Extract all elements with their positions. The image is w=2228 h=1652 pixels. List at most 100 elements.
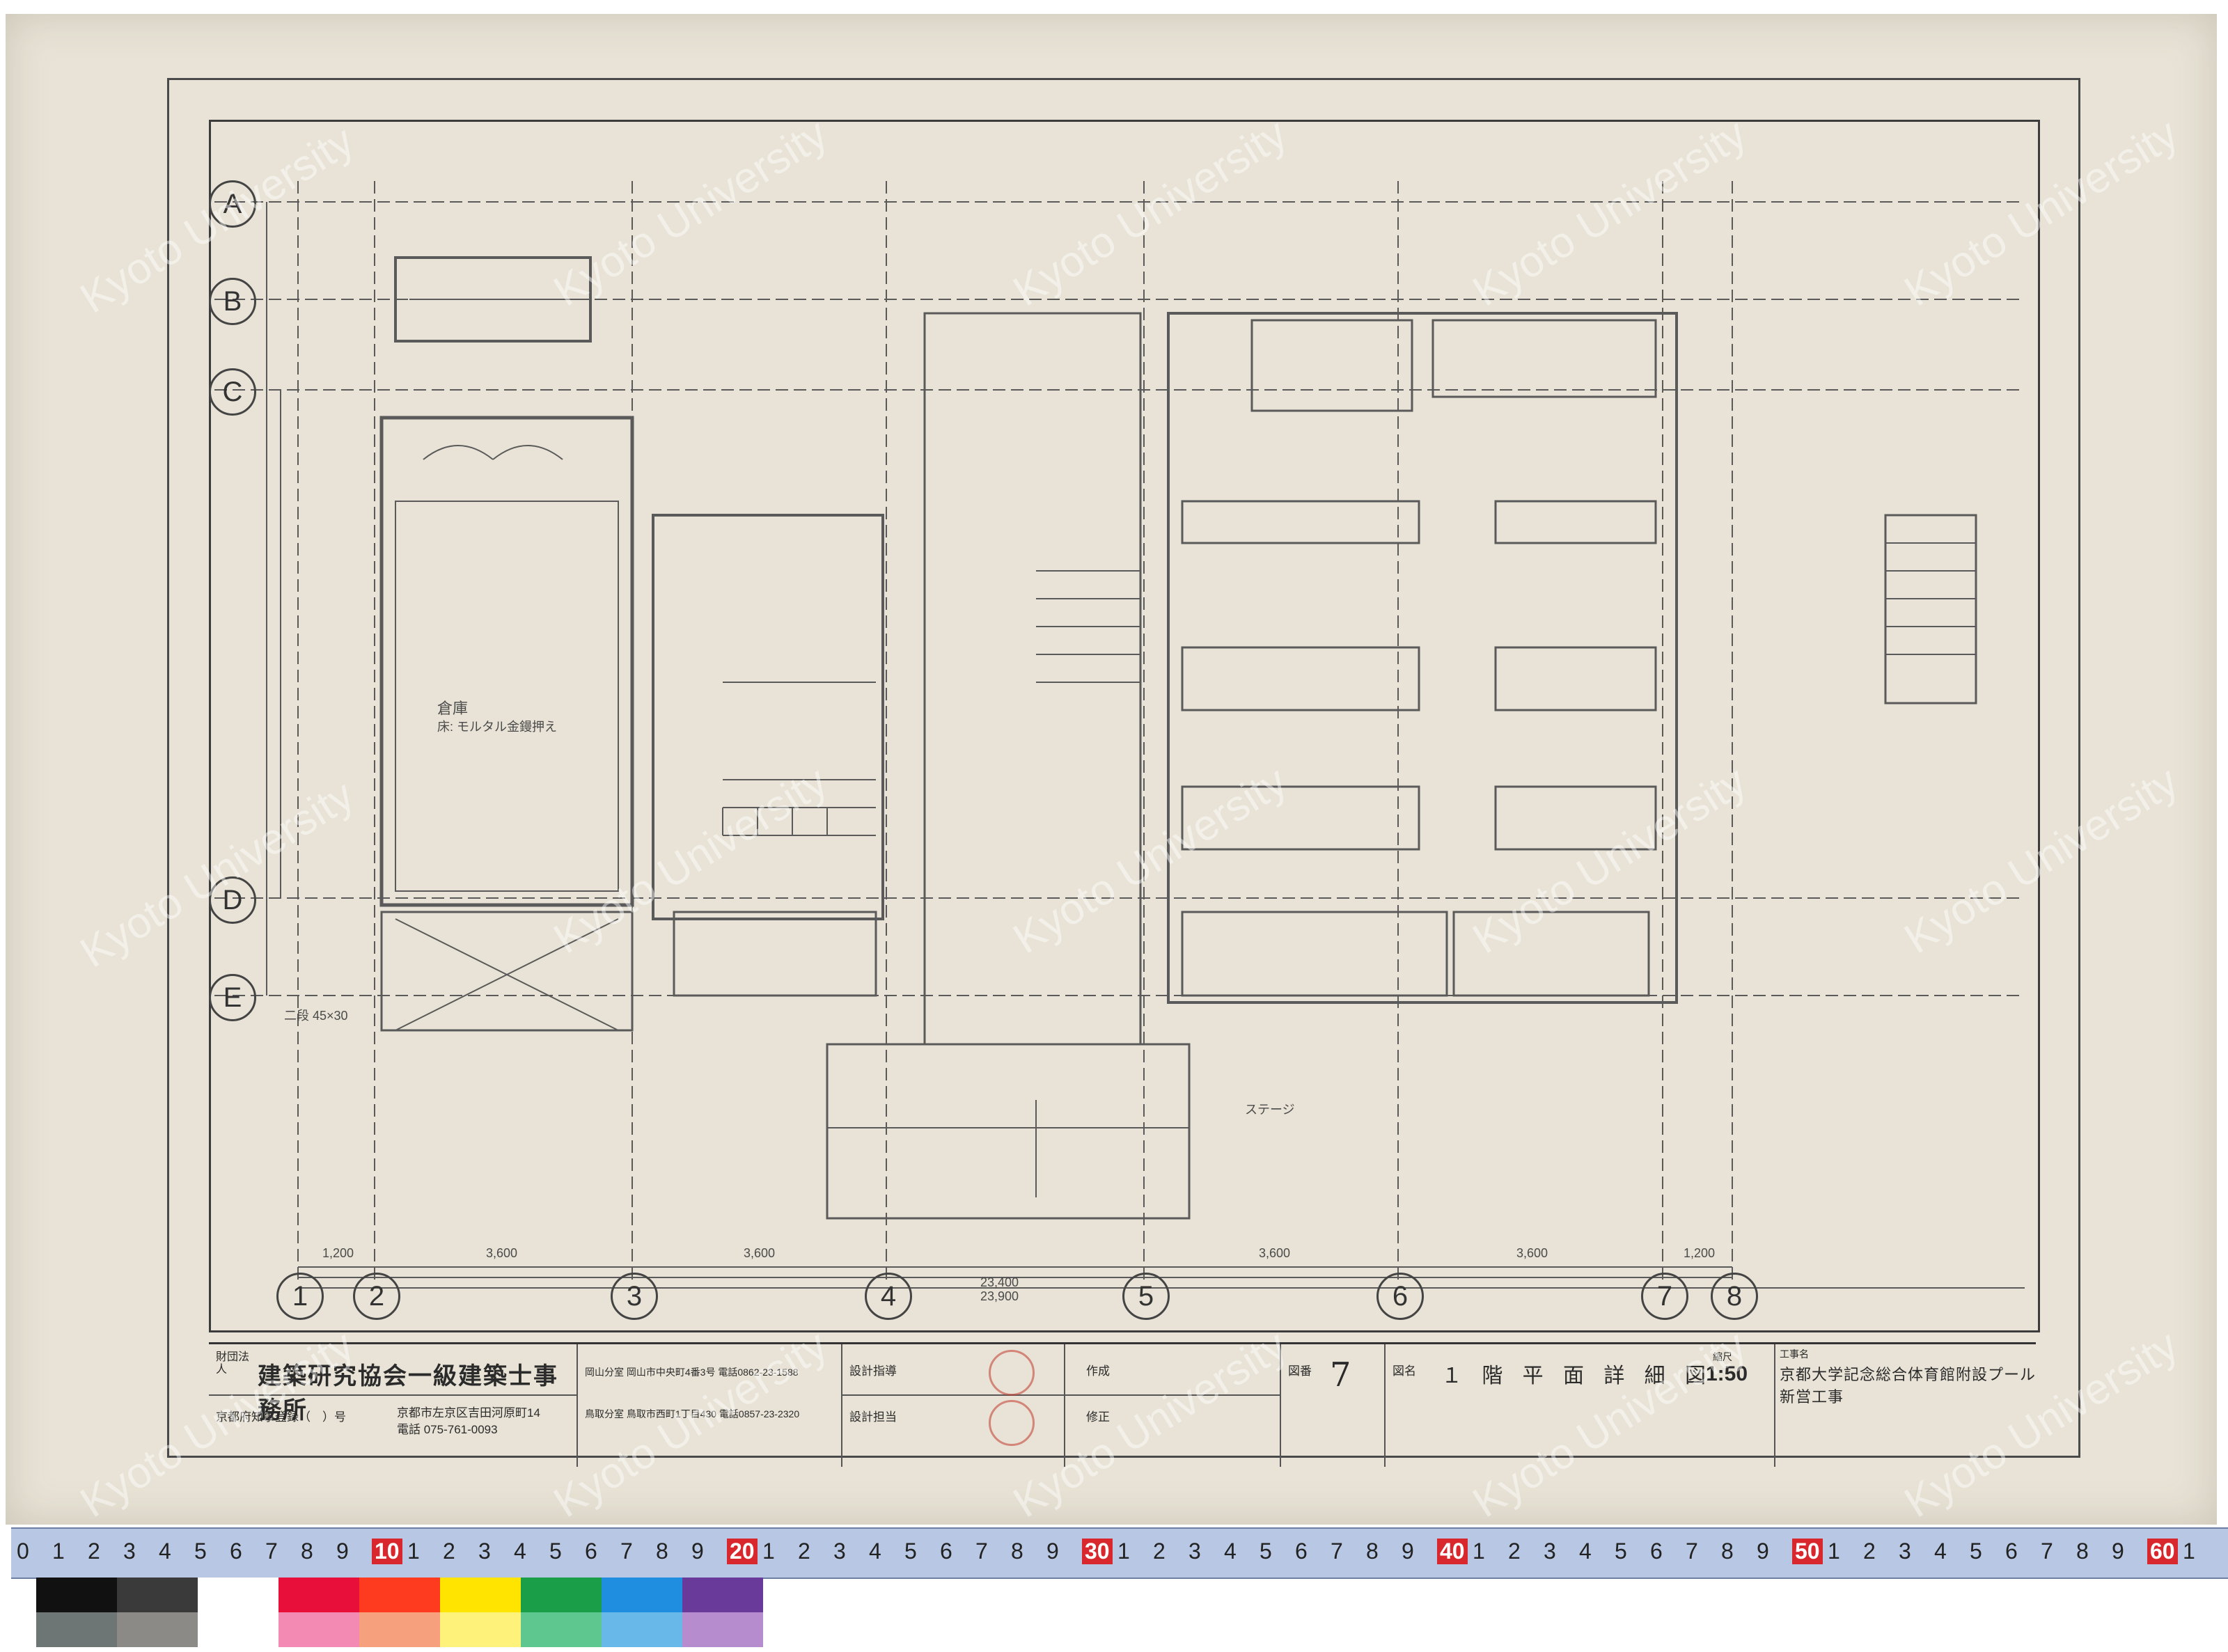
project-cell: 工事名 京都大学記念総合体育館附設プール新営工事 <box>1775 1344 2036 1467</box>
ruler-label: 3 <box>1899 1539 1911 1564</box>
ruler-label: 2 <box>88 1539 100 1564</box>
drawing-border <box>209 120 2040 1332</box>
axis-bubble-col-6: 6 <box>1376 1273 1424 1320</box>
ruler-label: 1 <box>407 1539 420 1564</box>
ruler-label: 3 <box>1188 1539 1201 1564</box>
color-swatch <box>36 1612 117 1647</box>
design-cell: 設計指導 設計担当 <box>842 1344 1065 1467</box>
axis-bubble-col-1: 1 <box>276 1273 324 1320</box>
ruler-label: 50 <box>1792 1539 1823 1564</box>
ruler-label: 0 <box>17 1539 29 1564</box>
drawing-title: １ 階 平 面 詳 細 図 <box>1441 1364 1713 1387</box>
ruler-label: 9 <box>1757 1539 1769 1564</box>
ruler-label: 7 <box>975 1539 988 1564</box>
scale-value: 1:50 <box>1706 1362 1748 1385</box>
ruler-label: 6 <box>1650 1539 1663 1564</box>
ruler-label: 1 <box>1828 1539 1840 1564</box>
dim-3: 3,600 <box>744 1246 776 1260</box>
color-swatch <box>682 1578 763 1612</box>
ruler-label: 8 <box>1011 1539 1023 1564</box>
color-swatch <box>440 1612 521 1647</box>
sheet-no-cell: 図番 7 <box>1281 1344 1386 1467</box>
note-2: 床: モルタル金鏝押え <box>437 720 558 734</box>
design-lead-label: 設計指導 <box>849 1364 897 1378</box>
color-swatch <box>602 1578 682 1612</box>
ruler-label: 9 <box>1402 1539 1414 1564</box>
outer-border <box>167 78 2080 1458</box>
ruler-label: 7 <box>265 1539 278 1564</box>
ruler-label: 2 <box>443 1539 455 1564</box>
ruler-label: 1 <box>1117 1539 1130 1564</box>
drawing-name-cell: 図名 １ 階 平 面 詳 細 図 縮尺 1:50 <box>1386 1344 1775 1467</box>
axis-bubble-col-5: 5 <box>1122 1273 1170 1320</box>
floor-plan-drawing <box>214 181 2025 1289</box>
project-label: 工事名 <box>1780 1348 1809 1360</box>
axis-bubble-col-8: 8 <box>1711 1273 1758 1320</box>
ruler-label: 4 <box>1579 1539 1592 1564</box>
color-swatch <box>602 1612 682 1647</box>
ruler-label: 4 <box>1934 1539 1947 1564</box>
ruler-label: 8 <box>1721 1539 1734 1564</box>
created-label: 作成 <box>1086 1364 1110 1378</box>
color-swatch <box>117 1578 198 1612</box>
axis-bubble-col-2: 2 <box>353 1273 400 1320</box>
created-cell: 作成 修正 <box>1065 1344 1281 1467</box>
axis-bubble-row-c: C <box>209 368 256 416</box>
color-swatch <box>278 1612 359 1647</box>
ruler-label: 8 <box>2076 1539 2089 1564</box>
color-swatch <box>359 1612 440 1647</box>
registration: 京都府知事登録（ ）号 <box>216 1410 346 1424</box>
ruler-label: 3 <box>478 1539 491 1564</box>
office-cell: 財団法人 建築研究協会一級建築士事務所 京都府知事登録（ ）号 京都市左京区吉田… <box>209 1344 578 1467</box>
ruler-label: 6 <box>1295 1539 1308 1564</box>
ruler-label: 5 <box>194 1539 207 1564</box>
drawing-name-label: 図名 <box>1392 1364 1416 1378</box>
office-address: 京都市左京区吉田河原町14 <box>397 1406 540 1419</box>
ruler-label: 1 <box>52 1539 65 1564</box>
sheet-no: 7 <box>1330 1355 1351 1394</box>
ruler-label: 1 <box>2183 1539 2195 1564</box>
dim-total-1: 23,400 <box>980 1275 1019 1289</box>
color-swatch <box>278 1578 359 1612</box>
office-tag: 財団法人 <box>216 1351 250 1376</box>
color-swatch <box>117 1612 198 1647</box>
ruler-label: 7 <box>620 1539 633 1564</box>
room-label-storage: 倉庫 <box>437 700 469 717</box>
ruler-label: 6 <box>2005 1539 2018 1564</box>
ruler-label: 5 <box>1970 1539 1982 1564</box>
ruler-label: 9 <box>1046 1539 1059 1564</box>
color-swatch <box>198 1612 278 1647</box>
title-block: 財団法人 建築研究協会一級建築士事務所 京都府知事登録（ ）号 京都市左京区吉田… <box>209 1342 2036 1467</box>
ruler-label: 7 <box>1686 1539 1698 1564</box>
dim-5: 3,600 <box>1516 1246 1548 1260</box>
color-swatch <box>36 1578 117 1612</box>
ruler-label: 40 <box>1437 1539 1468 1564</box>
paper-sheet: 1 2 3 4 5 6 7 8 A B C D E 1,200 3,600 3,… <box>6 14 2217 1527</box>
ruler-label: 3 <box>123 1539 136 1564</box>
axis-bubble-row-b: B <box>209 278 256 325</box>
ruler-label: 7 <box>2041 1539 2053 1564</box>
ruler-label: 30 <box>1082 1539 1113 1564</box>
ruler-label: 3 <box>833 1539 846 1564</box>
ruler-label: 60 <box>2147 1539 2178 1564</box>
dim-4: 3,600 <box>1259 1246 1291 1260</box>
ruler-label: 4 <box>1224 1539 1237 1564</box>
design-charge-label: 設計担当 <box>849 1410 897 1424</box>
ruler-label: 2 <box>1508 1539 1521 1564</box>
created-divider <box>1065 1394 1280 1396</box>
color-swatch <box>198 1578 278 1612</box>
ruler-label: 3 <box>1544 1539 1556 1564</box>
ruler-label: 4 <box>159 1539 171 1564</box>
office-divider <box>209 1394 576 1396</box>
color-swatch <box>521 1578 602 1612</box>
dim-total-2: 23,900 <box>980 1289 1019 1303</box>
ruler-label: 6 <box>585 1539 597 1564</box>
ruler-label: 4 <box>514 1539 526 1564</box>
ruler-label: 10 <box>372 1539 402 1564</box>
ruler-label: 6 <box>230 1539 242 1564</box>
ruler-label: 5 <box>1615 1539 1627 1564</box>
ruler-label: 6 <box>940 1539 952 1564</box>
project-name: 京都大学記念総合体育館附設プール新営工事 <box>1780 1366 2037 1406</box>
axis-bubble-col-3: 3 <box>611 1273 658 1320</box>
